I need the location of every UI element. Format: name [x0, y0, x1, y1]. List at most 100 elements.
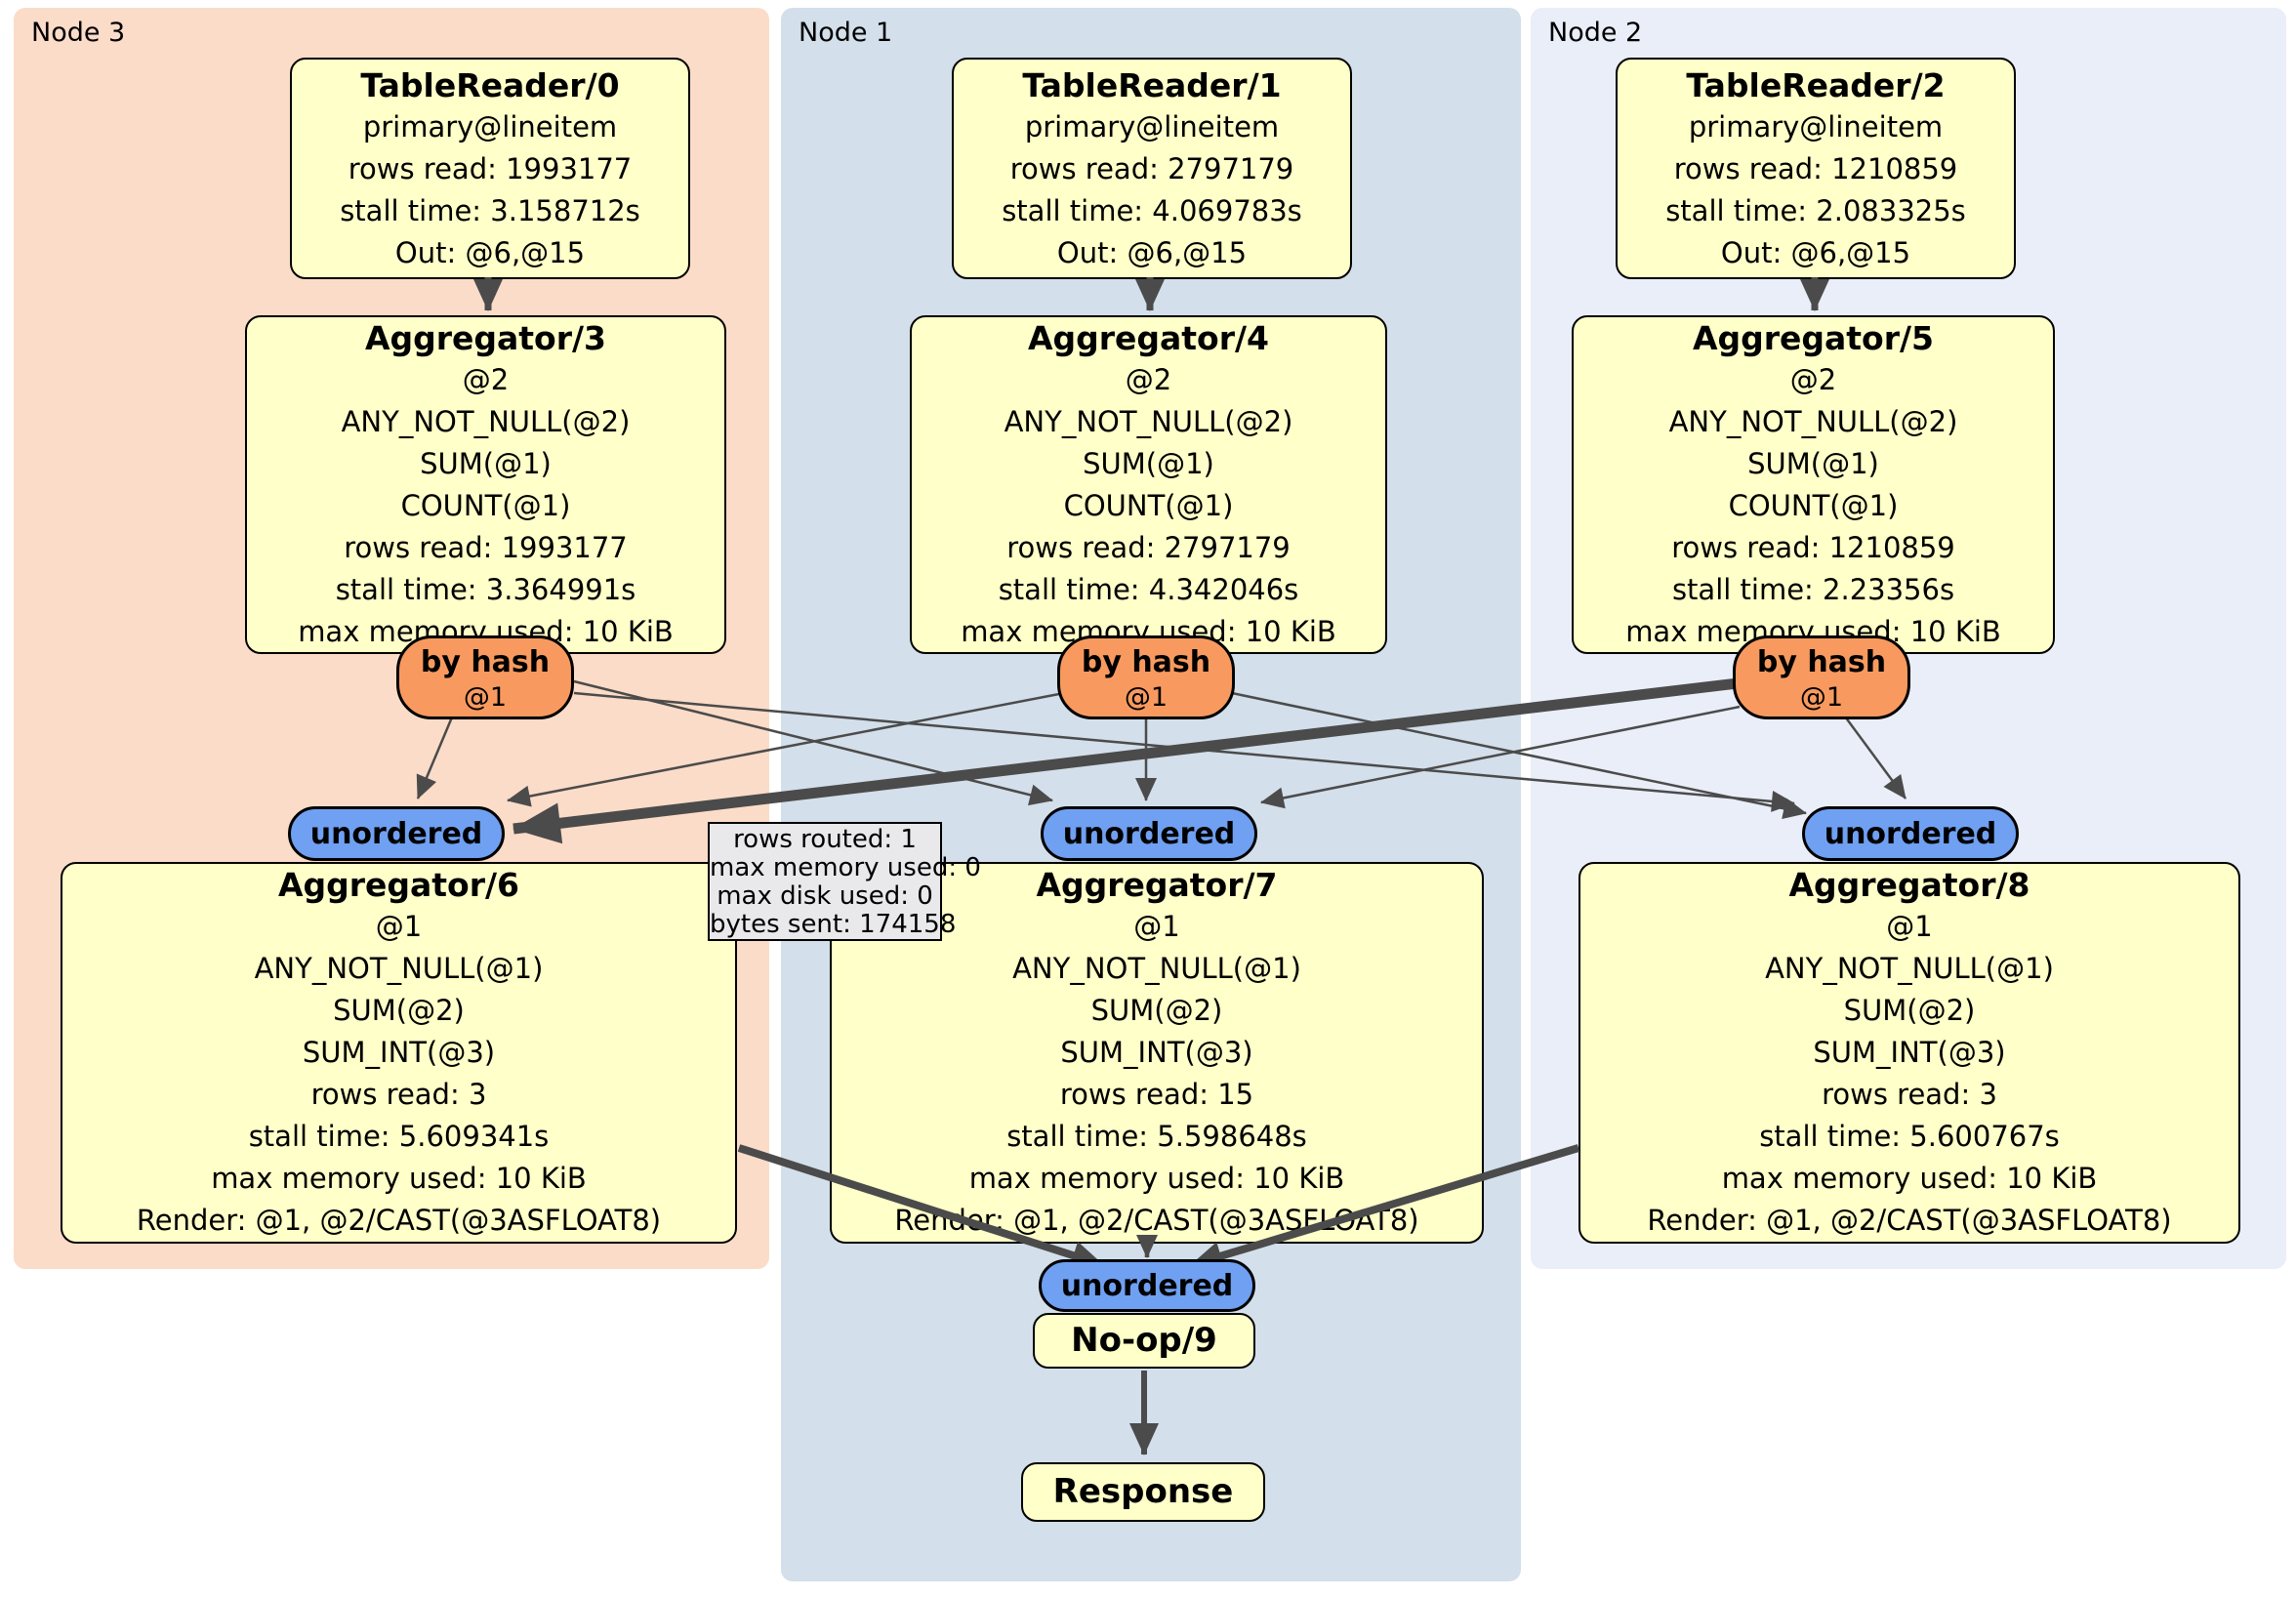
processor-title: Aggregator/8 [1788, 866, 2030, 904]
processor-title: Aggregator/7 [1036, 866, 1278, 904]
stat-line: Out: @6,@15 [394, 236, 586, 269]
stat-line: max disk used: 0 [717, 881, 933, 911]
processor-title: Aggregator/4 [1027, 319, 1270, 357]
stat-line: stall time: 3.364991s [335, 573, 636, 606]
edge-hash2-un3-bold[interactable] [512, 677, 1739, 844]
stat-line: Render: @1, @2/CAST(@3ASFLOAT8) [1647, 1204, 2172, 1237]
stat-line: @2 [462, 363, 510, 396]
stream-label: unordered [1824, 817, 1997, 851]
processor-stats: primary@lineitem rows read: 1210859 stall … [1618, 106, 2014, 274]
edge-hash2-un2[interactable] [1843, 716, 1907, 799]
stat-line: stall time: 5.598648s [1006, 1120, 1307, 1153]
stat-line: rows read: 1210859 [1673, 152, 1958, 185]
stat-line: Render: @1, @2/CAST(@3ASFLOAT8) [136, 1204, 662, 1237]
stat-line: stall time: 5.600767s [1759, 1120, 2060, 1153]
unordered-pill-node3[interactable]: unordered [288, 806, 505, 861]
node1-label: Node 1 [799, 18, 893, 48]
stat-line: rows read: 2797179 [1009, 152, 1294, 185]
stat-line: Out: @6,@15 [1056, 236, 1248, 269]
stat-line: COUNT(@1) [1728, 489, 1899, 522]
processor-title: Aggregator/6 [277, 866, 520, 904]
edge-hash1-un3[interactable] [507, 691, 1065, 807]
edge-agg6-un-final[interactable] [737, 1144, 1105, 1270]
stat-line: primary@lineitem [1688, 110, 1944, 143]
unordered-pill-node2[interactable]: unordered [1802, 806, 2019, 861]
stat-line: SUM_INT(@3) [302, 1036, 496, 1069]
stat-line: ANY_NOT_NULL(@1) [1012, 952, 1301, 985]
stat-line: max memory used: 0 [710, 853, 981, 882]
processor-title: TableReader/0 [360, 66, 620, 104]
stat-line: ANY_NOT_NULL(@2) [1668, 405, 1958, 438]
processor-title: TableReader/2 [1686, 66, 1946, 104]
stat-line: rows read: 15 [1059, 1078, 1254, 1111]
stat-line: @2 [1789, 363, 1837, 396]
by-hash-router-node3[interactable]: by hash @1 [396, 635, 574, 719]
stream-label: unordered [1062, 817, 1236, 851]
stat-line: rows read: 3 [310, 1078, 487, 1111]
stat-line: rows read: 1210859 [1671, 531, 1955, 564]
unordered-pill-node1[interactable]: unordered [1041, 806, 1257, 861]
stat-line: COUNT(@1) [1063, 489, 1234, 522]
edge-hash2-un1[interactable] [1260, 705, 1741, 809]
stat-line: SUM_INT(@3) [1060, 1036, 1253, 1069]
stat-line: rows read: 1993177 [348, 152, 633, 185]
stat-line: rows read: 3 [1822, 1078, 1997, 1111]
stat-line: rows read: 2797179 [1006, 531, 1291, 564]
stat-line: @1 [1886, 910, 1933, 943]
stat-line: primary@lineitem [362, 110, 618, 143]
stat-line: SUM(@1) [1083, 447, 1214, 480]
stat-line: ANY_NOT_NULL(@1) [1765, 952, 2054, 985]
stat-line: bytes sent: 174158 [710, 910, 957, 939]
processor-title: Aggregator/5 [1692, 319, 1935, 357]
stream-label: unordered [309, 817, 483, 851]
stat-line: @2 [1125, 363, 1172, 396]
edge-hash1-un2[interactable] [1231, 691, 1807, 820]
stat-line: max memory used: 10 KiB [968, 1162, 1345, 1195]
stat-line: stall time: 3.158712s [340, 194, 640, 227]
processor-title: No-op/9 [1071, 1321, 1217, 1360]
stat-line: SUM(@2) [1843, 994, 1976, 1027]
by-hash-router-node2[interactable]: by hash @1 [1733, 635, 1910, 719]
stat-line: primary@lineitem [1024, 110, 1280, 143]
edge-hash3-un3[interactable] [416, 712, 456, 799]
stat-line: rows read: 1993177 [344, 531, 628, 564]
unordered-pill-final[interactable]: unordered [1039, 1259, 1255, 1312]
stat-line: max memory used: 10 KiB [211, 1162, 587, 1195]
stat-line: SUM(@2) [333, 994, 465, 1027]
processor-title: Aggregator/3 [364, 319, 607, 357]
stat-line: SUM(@2) [1090, 994, 1223, 1027]
processor-title: Response [1052, 1472, 1234, 1511]
edge-agg8-un-final[interactable] [1189, 1144, 1580, 1271]
stat-line: ANY_NOT_NULL(@1) [254, 952, 544, 985]
processor-stats: primary@lineitem rows read: 1993177 stall … [292, 106, 688, 274]
router-detail: @1 [1124, 682, 1168, 713]
stat-line: stall time: 2.083325s [1665, 194, 1966, 227]
router-label: by hash [420, 645, 551, 679]
stat-line: Out: @6,@15 [1720, 236, 1911, 269]
router-label: by hash [1081, 645, 1211, 679]
stat-line: max memory used: 10 KiB [1721, 1162, 2098, 1195]
noop9-box[interactable]: No-op/9 [1033, 1313, 1255, 1369]
tablereader2-box[interactable]: TableReader/2 primary@lineitem rows read:… [1616, 58, 2016, 279]
stat-line: SUM(@1) [420, 447, 552, 480]
router-label: by hash [1756, 645, 1887, 679]
response-box[interactable]: Response [1021, 1462, 1265, 1522]
router-detail: @1 [463, 682, 508, 713]
node2-label: Node 2 [1548, 18, 1643, 48]
by-hash-router-node1[interactable]: by hash @1 [1057, 635, 1235, 719]
stat-line: @1 [375, 910, 423, 943]
stat-line: ANY_NOT_NULL(@2) [341, 405, 631, 438]
